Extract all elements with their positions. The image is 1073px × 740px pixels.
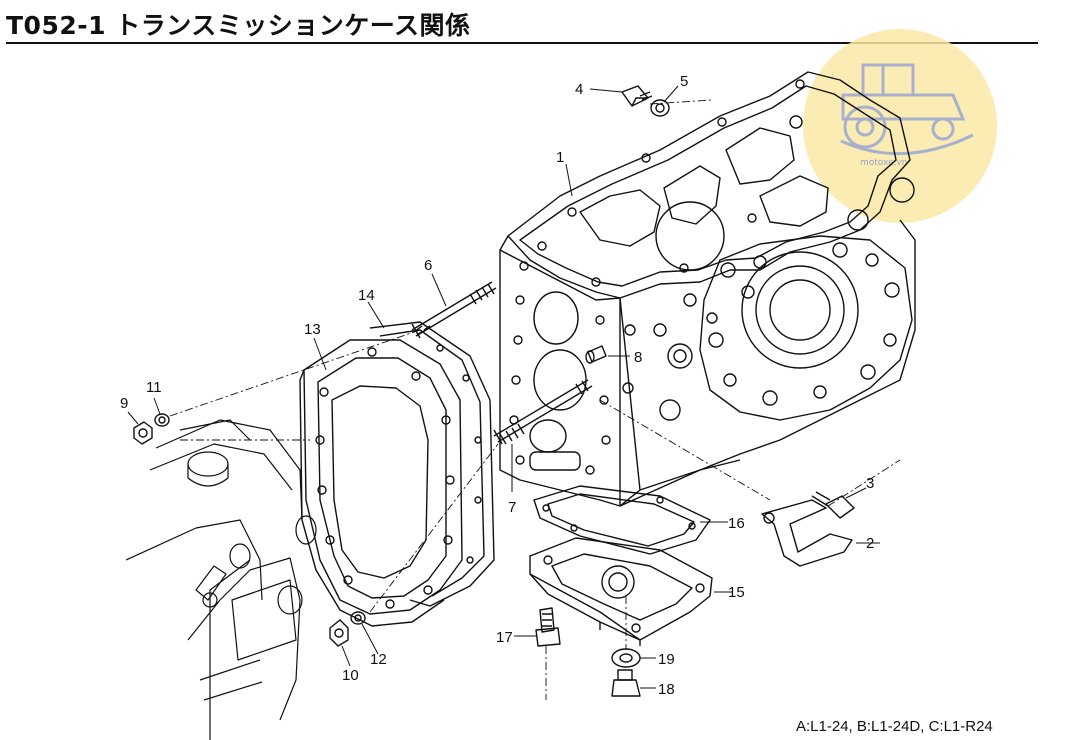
drain-plug-18 (611, 669, 641, 697)
callout-18: 18 (658, 681, 675, 698)
callout-13: 13 (304, 321, 321, 338)
watermark-logo (803, 29, 997, 223)
callout-15: 15 (728, 584, 745, 601)
dowel-pin-8 (585, 345, 607, 364)
washer-11 (154, 413, 170, 427)
callout-19: 19 (658, 651, 675, 668)
washer-5 (650, 99, 670, 117)
callout-7: 7 (508, 499, 516, 516)
transmission-case (499, 71, 916, 507)
callout-10: 11 (146, 379, 162, 396)
callout-2: 2 (866, 535, 874, 552)
watermark-text: motoxe.vn (860, 158, 908, 168)
callout-9: 9 (120, 395, 128, 412)
callout-5: 5 (680, 73, 688, 90)
callout-8: 8 (634, 349, 642, 366)
callout-12: 12 (370, 651, 387, 668)
callout-6: 6 (424, 257, 432, 274)
stud-bolt-6 (411, 281, 497, 339)
bolt-17 (535, 607, 561, 647)
bottom-plate-15 (529, 537, 713, 646)
callout-10b: 10 (342, 667, 359, 684)
callout-3: 3 (866, 475, 874, 492)
page-title: T052-1 トランスミッションケース関係 (6, 11, 471, 40)
callout-17: 17 (496, 629, 513, 646)
bracket-2 (761, 499, 853, 567)
center-lines (169, 99, 901, 700)
nut-10 (329, 619, 349, 647)
leader-lines (127, 85, 880, 689)
washer-19 (611, 648, 641, 668)
callout-14: 14 (358, 287, 375, 304)
model-legend: A:L1-24, B:L1-24D, C:L1-R24 (796, 718, 993, 735)
bolt-3 (811, 491, 855, 519)
gasket-14 (369, 321, 495, 607)
callout-4: 4 (575, 81, 583, 98)
callout-1: 1 (556, 149, 564, 166)
gasket-16 (533, 485, 711, 555)
adjacent-housing (125, 419, 317, 740)
callout-16: 16 (728, 515, 745, 532)
stud-bolt-7 (493, 379, 593, 445)
plug-4 (621, 85, 653, 107)
callout-labels: 1 2 3 4 5 6 7 8 9 11 10 12 13 14 15 16 1… (120, 73, 874, 698)
title-divider (6, 42, 1038, 44)
washer-12 (350, 611, 366, 625)
cover-plate-13 (299, 339, 463, 627)
nut-9 (133, 421, 153, 445)
